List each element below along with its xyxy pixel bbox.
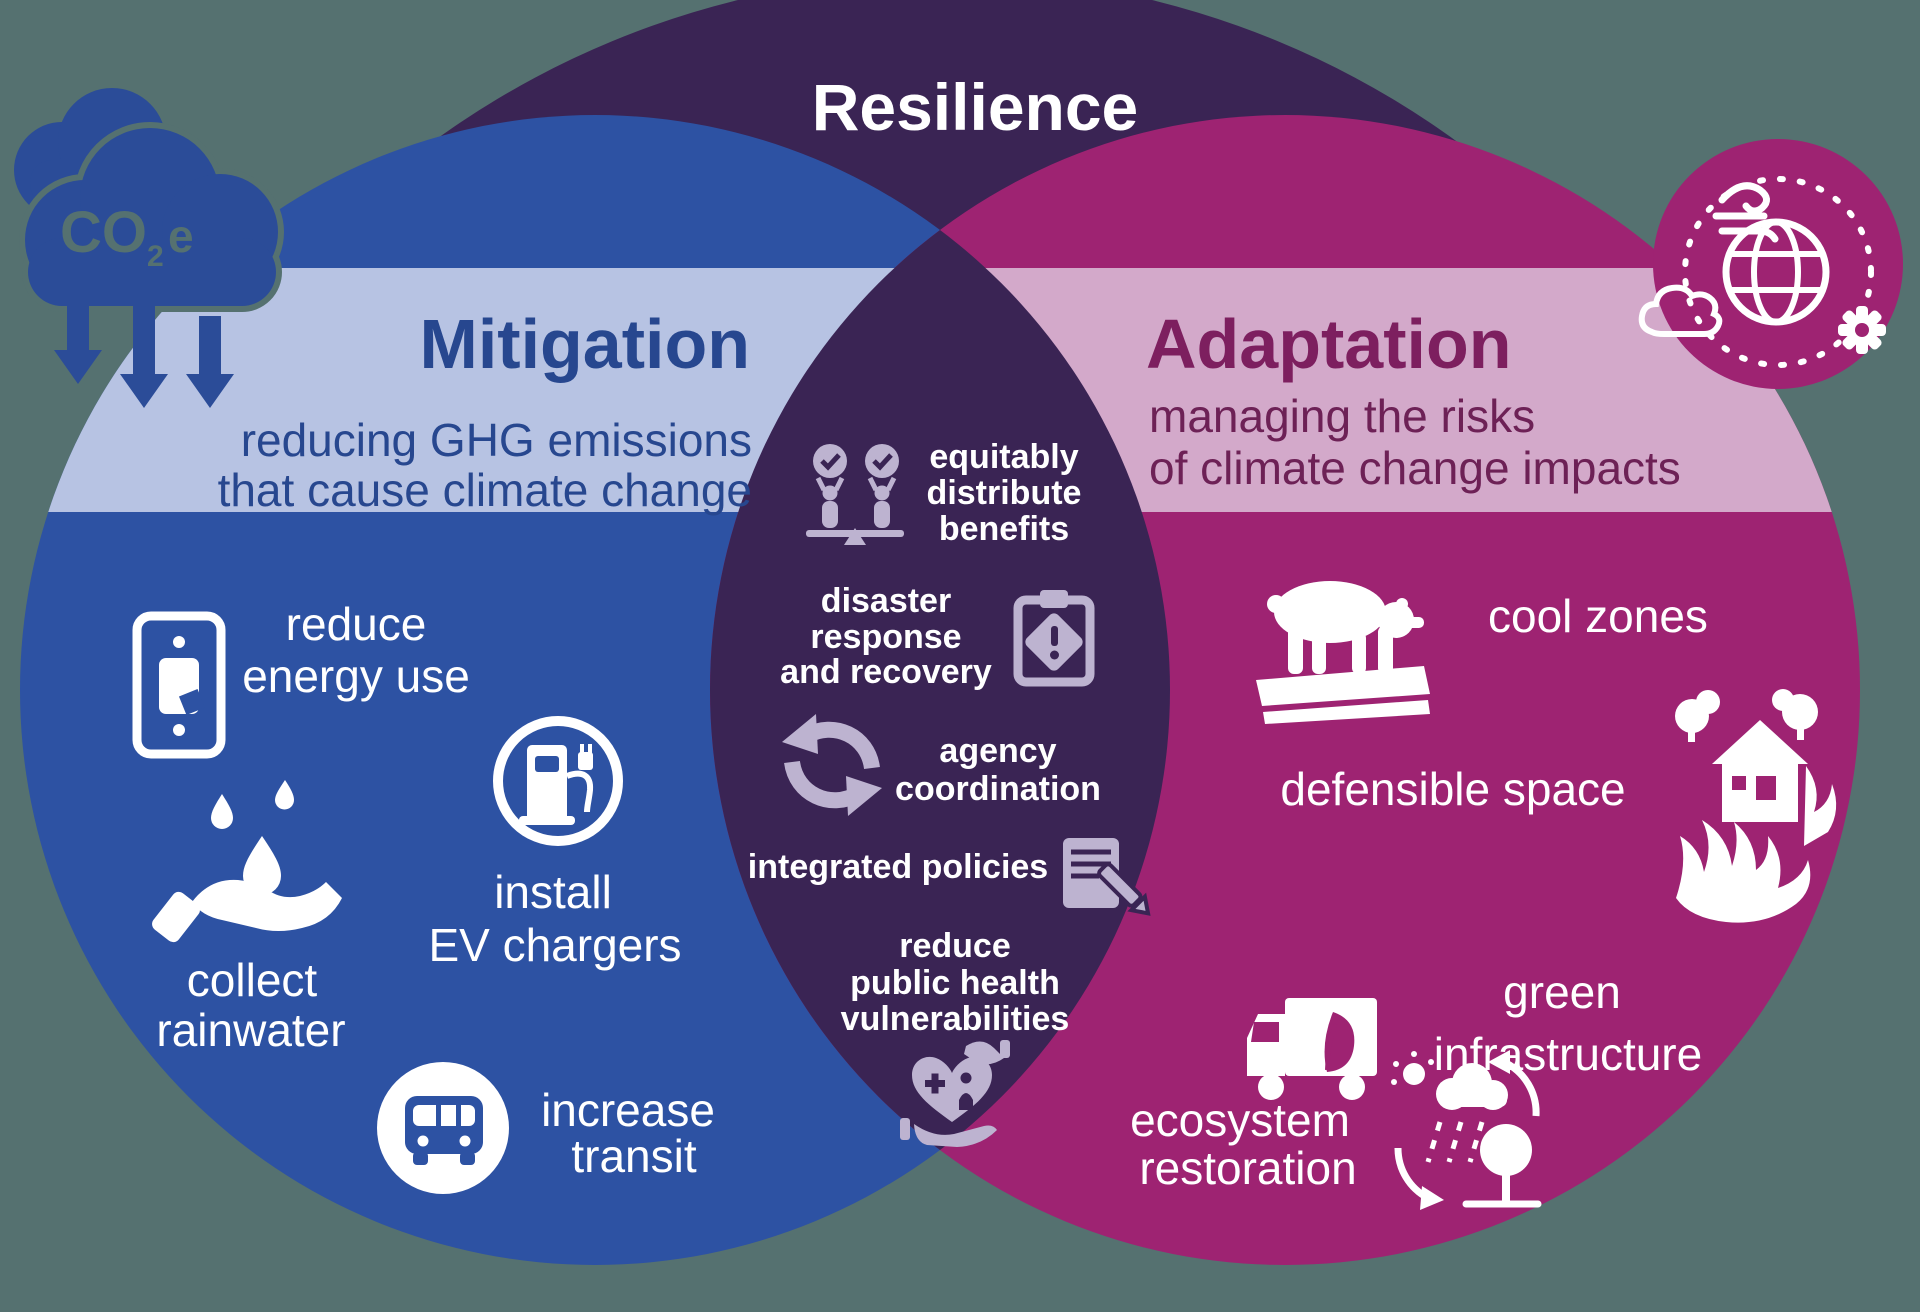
item-label: reduce [286,598,427,650]
collect-rainwater-icon [152,780,342,943]
center-item-agency-coordination: agency coordination [782,714,1101,816]
center-label: response [810,618,961,656]
item-label: rainwater [156,1004,345,1056]
globe-wind-gear-icon [1638,176,1874,368]
item-label: ecosystem [1130,1094,1350,1146]
co2e-down-arrows [54,300,234,408]
adaptation-heading-block: Adaptation managing the risks of climate… [1146,305,1681,494]
center-label: integrated policies [748,848,1048,886]
green-truck-icon [1247,998,1377,1100]
center-label: agency [939,732,1056,770]
resilience-title: Resilience [812,70,1139,144]
adaptation-subtitle-line1: managing the risks [1149,390,1535,442]
disaster-clipboard-icon [1013,590,1095,687]
center-label: disaster [821,582,951,620]
co2-subscript: 2 [147,240,164,273]
center-label: and recovery [780,653,992,691]
public-health-hands-icon [900,1040,1010,1147]
mitigation-subtitle-line1: reducing GHG emissions [241,414,752,466]
adaptation-item-ecosystem-restoration: ecosystem restoration [1130,1050,1542,1210]
equity-balance-icon [806,444,904,545]
mitigation-item-ev-chargers: install EV chargers [428,716,682,971]
agency-cycle-arrows-icon [782,714,882,816]
mitigation-heading: Mitigation [420,305,750,383]
item-label: transit [571,1130,696,1182]
center-label: vulnerabilities [841,1000,1070,1038]
item-label: increase [541,1084,715,1136]
co2e-main-cloud [25,128,278,306]
overlap-lens [710,115,1170,1265]
item-label: green [1503,966,1621,1018]
ecosystem-cycle-icon [1391,1050,1542,1210]
item-label: defensible space [1280,763,1625,815]
item-label: install [494,866,612,918]
bus-transit-icon [377,1062,509,1194]
adaptation-heading: Adaptation [1146,305,1512,383]
co2-e-label: e [168,210,194,262]
light-switch-icon [132,611,226,759]
adaptation-item-defensible-space: defensible space [1280,689,1837,923]
mitigation-heading-block: Mitigation reducing GHG emissions that c… [218,305,752,516]
item-label: collect [187,954,318,1006]
center-label: distribute [927,474,1082,512]
center-label: public health [850,964,1060,1002]
gear-icon [1838,306,1886,354]
center-item-disaster-response: disaster response and recovery [780,582,1095,691]
climate-globe-badge [1638,139,1903,389]
integrated-policies-document-icon [1063,838,1151,916]
adaptation-item-cool-zones: cool zones [1256,581,1708,724]
mitigation-item-collect-rainwater: collect rainwater [152,780,346,1056]
center-label: reduce [899,927,1011,965]
center-item-integrated-policies: integrated policies [748,838,1151,916]
mitigation-item-reduce-energy: reduce energy use [132,598,470,759]
center-item-equitable-benefits: equitably distribute benefits [806,438,1081,548]
adaptation-subtitle-line2: of climate change impacts [1149,442,1681,494]
item-label: energy use [242,650,470,702]
item-label: cool zones [1488,590,1708,642]
polar-bear-icon [1256,581,1430,724]
center-item-public-health: reduce public health vulnerabilities [841,927,1070,1147]
ev-charger-icon [493,716,623,846]
mitigation-subtitle-line2: that cause climate change [218,464,752,516]
item-label: restoration [1139,1142,1356,1194]
co2e-cloud-icon: CO 2 e [14,88,284,408]
mitigation-item-increase-transit: increase transit [377,1062,715,1194]
co2-label: CO [60,200,147,265]
item-label: EV chargers [428,919,681,971]
center-label: benefits [939,510,1069,548]
house-wildfire-icon [1675,689,1837,923]
center-label: equitably [929,438,1078,476]
center-label: coordination [895,770,1101,808]
